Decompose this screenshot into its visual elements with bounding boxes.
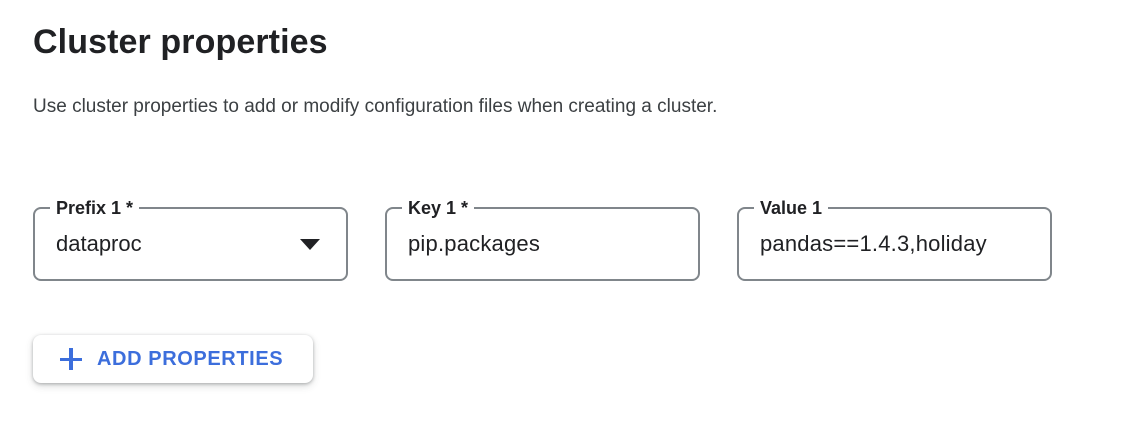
key-field: Key 1 *: [385, 197, 700, 281]
prefix-selected-value: dataproc: [56, 231, 142, 256]
add-properties-button[interactable]: ADD PROPERTIES: [33, 335, 314, 383]
prefix-field-label: Prefix 1 *: [50, 197, 140, 219]
key-field-label: Key 1 *: [402, 197, 475, 219]
key-input[interactable]: [387, 209, 698, 279]
page-title: Cluster properties: [33, 23, 328, 61]
add-properties-label: ADD PROPERTIES: [97, 347, 284, 370]
value-field: Value 1: [737, 197, 1052, 281]
value-input[interactable]: [739, 209, 1050, 279]
prefix-field: Prefix 1 * dataproc: [33, 197, 348, 281]
property-row: Prefix 1 * dataproc Key 1 * Value 1: [33, 197, 1122, 281]
value-field-label: Value 1: [754, 197, 829, 219]
dropdown-arrow-icon: [300, 238, 320, 250]
page-description: Use cluster properties to add or modify …: [33, 96, 718, 117]
prefix-select[interactable]: dataproc: [35, 209, 346, 279]
add-icon: [59, 347, 83, 371]
